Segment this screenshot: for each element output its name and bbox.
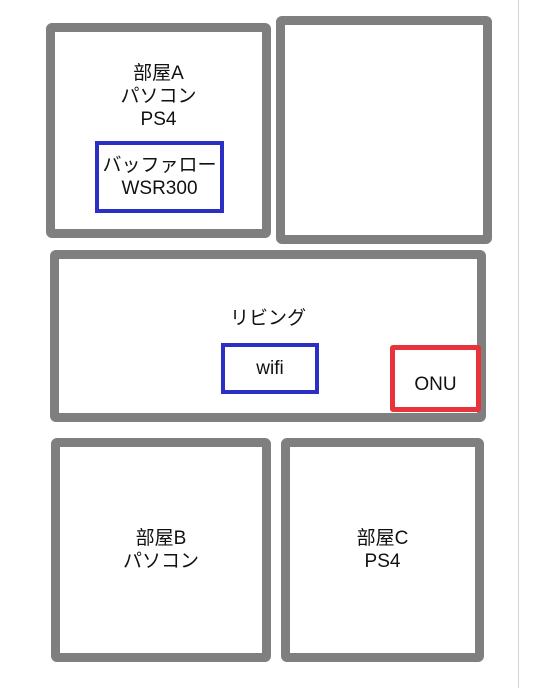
room-a-name: 部屋A <box>133 63 184 84</box>
onu-label: ONU <box>414 374 457 395</box>
room-a-item-pc: パソコン <box>120 86 197 107</box>
living-room-name: リビング <box>229 308 306 329</box>
empty-room <box>276 16 492 244</box>
wifi-router: wifi <box>221 343 319 394</box>
room-c-label: 部屋C PS4 <box>290 527 475 573</box>
room-b: 部屋B パソコン <box>51 438 271 662</box>
room-a: 部屋A パソコン PS4 バッファロー WSR300 <box>46 23 271 238</box>
living-room-label: リビング <box>59 307 477 330</box>
room-b-label: 部屋B パソコン <box>60 527 262 573</box>
buffalo-router-brand: バッファロー <box>102 155 217 176</box>
page-edge-line <box>518 0 519 688</box>
living-room: リビング wifi <box>50 250 486 422</box>
room-b-item-pc: パソコン <box>122 551 199 572</box>
room-a-label: 部屋A パソコン PS4 <box>55 62 262 131</box>
buffalo-router-model: WSR300 <box>121 178 198 199</box>
room-c-name: 部屋C <box>356 528 409 549</box>
onu-device: ONU <box>390 345 481 412</box>
room-c-item-ps4: PS4 <box>364 551 401 572</box>
room-c: 部屋C PS4 <box>281 438 484 662</box>
room-b-name: 部屋B <box>135 528 187 549</box>
wifi-router-label: wifi <box>256 358 284 379</box>
buffalo-router: バッファロー WSR300 <box>95 141 224 213</box>
room-a-item-ps4: PS4 <box>140 109 177 130</box>
